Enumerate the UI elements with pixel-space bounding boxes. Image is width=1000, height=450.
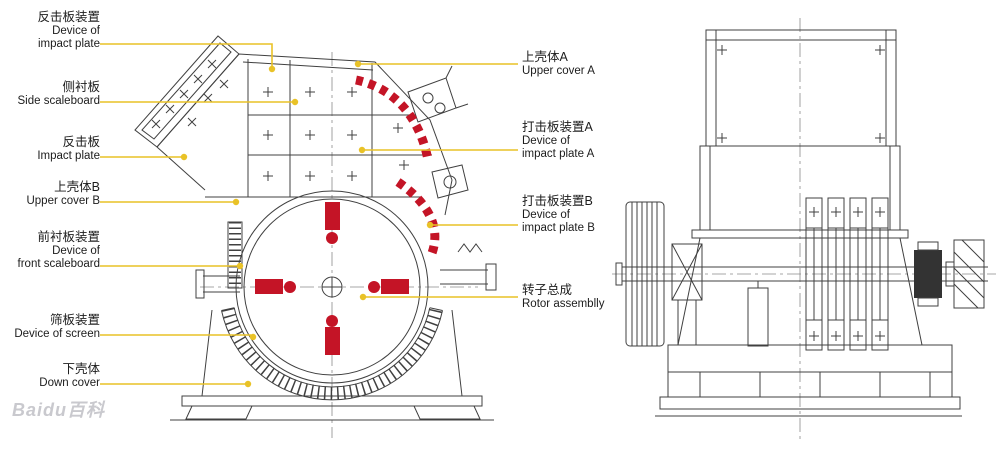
label-en: Device of impact plate A	[522, 134, 595, 161]
label-zh: 侧衬板	[62, 80, 100, 94]
label-en: Upper cover B	[26, 194, 100, 207]
label-zh: 上壳体B	[54, 180, 100, 194]
impact-plate-grid	[156, 53, 453, 216]
label-en: Device of front scaleboard	[17, 244, 100, 271]
baidu-watermark: Baidu百科	[12, 400, 106, 420]
label-zh: 反击板	[62, 135, 100, 149]
tensioner-brackets	[407, 65, 469, 199]
label-en: Side scaleboard	[17, 94, 100, 107]
bearing-right	[914, 241, 942, 307]
label-en: Device of impact plate B	[522, 208, 595, 235]
label-impact-plate-device: 反击板装置 Device of impact plate	[0, 10, 100, 52]
screen-arc	[221, 307, 443, 401]
label-en: Rotor assemblly	[522, 297, 605, 310]
rotor-hammers	[255, 202, 409, 355]
hanger-support	[747, 281, 769, 347]
end-block	[945, 239, 985, 309]
side-scaleboard-band	[134, 35, 240, 148]
label-en: Upper cover A	[522, 64, 595, 77]
label-screen-device: 筛板装置 Device of screen	[0, 313, 100, 341]
label-rotor-assembly: 转子总成 Rotor assemblly	[522, 283, 604, 311]
label-upper-cover-a: 上壳体A Upper cover A	[522, 50, 595, 78]
hammer-chain-a	[354, 75, 433, 161]
rotor-circle	[235, 190, 429, 384]
leader-lines	[100, 43, 518, 385]
label-zh: 转子总成	[522, 283, 573, 297]
label-en: Device of screen	[14, 327, 100, 340]
label-en: Impact plate	[37, 149, 100, 162]
bearing-left	[671, 243, 703, 345]
label-impact-plate: 反击板 Impact plate	[0, 135, 100, 163]
rotor-discs	[805, 197, 889, 351]
left-view-drawing	[134, 35, 497, 438]
label-en: Device of impact plate	[37, 24, 100, 51]
left-shaft-stub	[195, 269, 240, 299]
hammer-chain-b	[395, 178, 440, 260]
label-zh: 反击板装置	[37, 10, 100, 24]
upper-cover-box	[705, 29, 897, 147]
mid-housing	[677, 145, 923, 346]
front-scaleboard-strip	[227, 221, 243, 289]
label-down-cover: 下壳体 Down cover	[0, 362, 100, 390]
right-centerlines	[612, 18, 996, 440]
base-right	[655, 344, 962, 417]
label-impact-plate-a-device: 打击板装置A Device of impact plate A	[522, 120, 594, 162]
label-zh: 前衬板装置	[37, 230, 100, 244]
label-impact-plate-b-device: 打击板装置B Device of impact plate B	[522, 194, 595, 236]
label-zh: 打击板装置B	[522, 194, 593, 208]
right-view-drawing	[612, 18, 996, 440]
label-en: Down cover	[39, 376, 100, 389]
label-front-scaleboard-device: 前衬板装置 Device of front scaleboard	[0, 230, 100, 272]
label-zh: 筛板装置	[49, 313, 100, 327]
pulley	[625, 201, 665, 347]
leader-dots	[180, 60, 434, 388]
label-zh: 下壳体	[62, 362, 100, 376]
right-shaft-stub	[440, 243, 497, 291]
label-zh: 上壳体A	[522, 50, 568, 64]
label-side-scaleboard: 侧衬板 Side scaleboard	[0, 80, 100, 108]
label-zh: 打击板装置A	[522, 120, 593, 134]
down-cover-base	[170, 309, 494, 421]
label-upper-cover-b: 上壳体B Upper cover B	[0, 180, 100, 208]
